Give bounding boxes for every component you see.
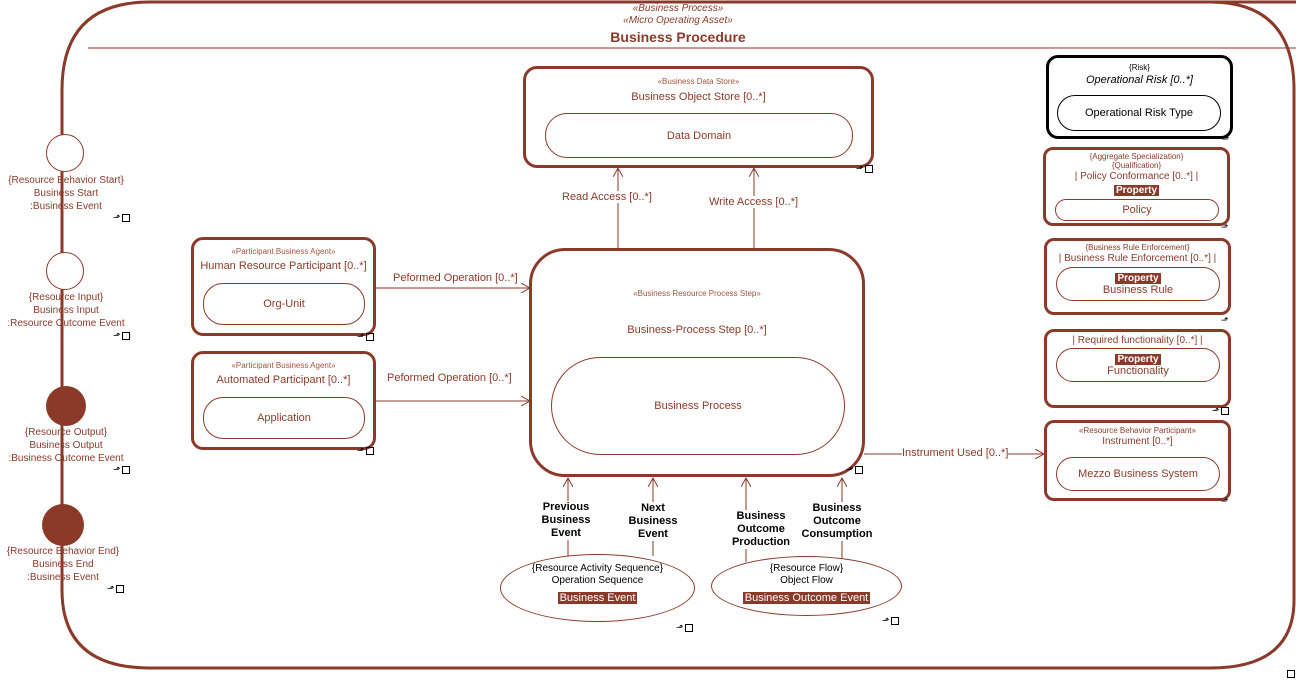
auto-agent-name: Automated Participant [0..*] [216, 374, 351, 386]
data-store-expand-icon[interactable]: ⬏ [856, 165, 873, 175]
functionality-name: | Required functionality [0..*] | [1072, 335, 1203, 346]
risk-type-pill[interactable]: Operational Risk Type [1057, 95, 1221, 131]
operation-sequence-ellipse[interactable]: {Resource Activity Sequence} Operation S… [500, 554, 695, 622]
event-start-node[interactable] [46, 134, 84, 172]
object-flow-stereo: {Resource Flow} [769, 563, 844, 574]
rule-inner: Business Rule [1102, 283, 1174, 296]
event-end-expand-icon[interactable]: ⬏ [107, 585, 124, 595]
policy-tag: Property [1113, 185, 1160, 196]
operation-sequence-stereo: {Resource Activity Sequence} [531, 563, 664, 574]
policy-name: | Policy Conformance [0..*] | [1074, 171, 1199, 182]
functionality-inner: Functionality [1107, 364, 1169, 377]
rule-tag: Property [1115, 272, 1161, 284]
policy-pill[interactable]: Policy [1055, 199, 1219, 221]
rule-expand-icon[interactable]: ⬏ [1221, 316, 1229, 326]
auto-agent-expand-icon[interactable]: ⬏ [357, 447, 374, 457]
risk-stereo: {Risk} [1129, 63, 1150, 72]
event-end-node[interactable] [42, 504, 84, 546]
event-input-stereo: {Resource Input} [28, 292, 104, 303]
rule-pill[interactable]: Property Business Rule [1056, 267, 1220, 301]
policy-stereo-1: {Aggregate Specialization} [1089, 152, 1184, 161]
frame-stereotype-1: «Business Process» [632, 3, 724, 14]
policy-expand-icon[interactable]: ⬏ [1221, 223, 1229, 233]
event-input-expand-icon[interactable]: ⬏ [113, 332, 130, 342]
process-step-expand-icon[interactable]: ⬏ [846, 466, 863, 476]
write-access-label: Write Access [0..*] [709, 196, 799, 208]
performed-label-2: Peformed Operation [0..*] [387, 372, 512, 384]
event-end-name: Business End [32, 559, 94, 570]
functionality-expand-icon[interactable]: ⬏ [1212, 407, 1229, 417]
data-domain-pill[interactable]: Data Domain [545, 113, 853, 158]
event-input-name: Business Input [33, 305, 99, 316]
event-output-expand-icon[interactable]: ⬏ [113, 466, 130, 476]
object-flow-type: Business Outcome Event [741, 591, 872, 605]
event-start-name: Business Start [33, 188, 99, 199]
human-agent-expand-icon[interactable]: ⬏ [357, 333, 374, 343]
frame-expand-icon[interactable] [1286, 670, 1295, 680]
policy-stereo-2: {Qualification} [1111, 161, 1162, 170]
read-access-label: Read Access [0..*] [562, 191, 652, 203]
object-flow-ellipse[interactable]: {Resource Flow} Object Flow Business Out… [711, 556, 902, 616]
event-input-type: :Resource Outcome Event [7, 318, 125, 329]
object-flow-expand-icon[interactable]: ⬏ [882, 617, 899, 627]
event-output-label: {Resource Output} Business Output :Busin… [0, 426, 132, 465]
event-start-type: :Business Event [30, 201, 102, 212]
auto-agent-stereo: «Participant Business Agent» [231, 361, 336, 370]
event-end-stereo: {Resource Behavior End} [6, 546, 120, 557]
functionality-pill[interactable]: Property Functionality [1056, 348, 1220, 382]
operation-sequence-expand-icon[interactable]: ⬏ [676, 624, 693, 634]
procedure-frame [60, 0, 1296, 670]
data-store-name: Business Object Store [0..*] [631, 91, 766, 103]
event-start-expand-icon[interactable]: ⬏ [113, 214, 130, 224]
frame-title: Business Procedure [610, 29, 746, 45]
human-agent-stereo: «Participant Business Agent» [231, 247, 336, 256]
event-input-node[interactable] [46, 252, 84, 290]
event-output-name: Business Output [29, 440, 103, 451]
performed-label-1: Peformed Operation [0..*] [393, 272, 518, 284]
event-output-stereo: {Resource Output} [24, 427, 108, 438]
mezzo-system-pill[interactable]: Mezzo Business System [1056, 457, 1220, 491]
human-agent-name: Human Resource Participant [0..*] [200, 260, 367, 272]
object-flow-name: Object Flow [780, 575, 833, 586]
consumption-label: Business Outcome Consumption [799, 502, 875, 541]
risk-name: Operational Risk [0..*] [1086, 74, 1193, 86]
production-label: Business Outcome Production [726, 510, 796, 549]
process-step-name: Business-Process Step [0..*] [627, 324, 767, 336]
instrument-used-label: Instrument Used [0..*] [902, 447, 1009, 459]
operation-sequence-name: Operation Sequence [551, 575, 644, 586]
next-event-label: Next Business Event [624, 502, 682, 541]
process-step-stereo: «Business Resource Process Step» [633, 289, 761, 298]
event-start-label: {Resource Behavior Start} Business Start… [0, 174, 132, 213]
event-end-type: :Business Event [27, 572, 99, 583]
frame-stereotype-2: «Micro Operating Asset» [623, 15, 733, 26]
application-pill[interactable]: Application [203, 397, 365, 439]
risk-expand-icon[interactable]: ⬏ [1222, 135, 1230, 145]
functionality-tag: Property [1115, 353, 1161, 365]
operation-sequence-type: Business Event [556, 591, 639, 605]
event-output-node[interactable] [46, 386, 86, 426]
org-unit-pill[interactable]: Org-Unit [203, 283, 365, 325]
rule-name: | Business Rule Enforcement [0..*] | [1058, 253, 1217, 264]
event-output-type: :Business Outcome Event [8, 453, 124, 464]
event-input-label: {Resource Input} Business Input :Resourc… [0, 291, 132, 330]
data-store-stereo: «Business Data Store» [657, 77, 740, 86]
event-start-stereo: {Resource Behavior Start} [8, 175, 124, 186]
rule-stereo: {Business Rule Enforcement} [1085, 243, 1190, 252]
previous-event-label: Previous Business Event [530, 501, 602, 540]
business-process-pill[interactable]: Business Process [551, 357, 845, 455]
event-end-label: {Resource Behavior End} Business End :Bu… [0, 545, 126, 584]
instrument-expand-icon[interactable]: ⬏ [1221, 497, 1229, 507]
instrument-name: Instrument [0..*] [1102, 436, 1173, 447]
instrument-stereo: «Resource Behavior Participant» [1079, 426, 1196, 435]
